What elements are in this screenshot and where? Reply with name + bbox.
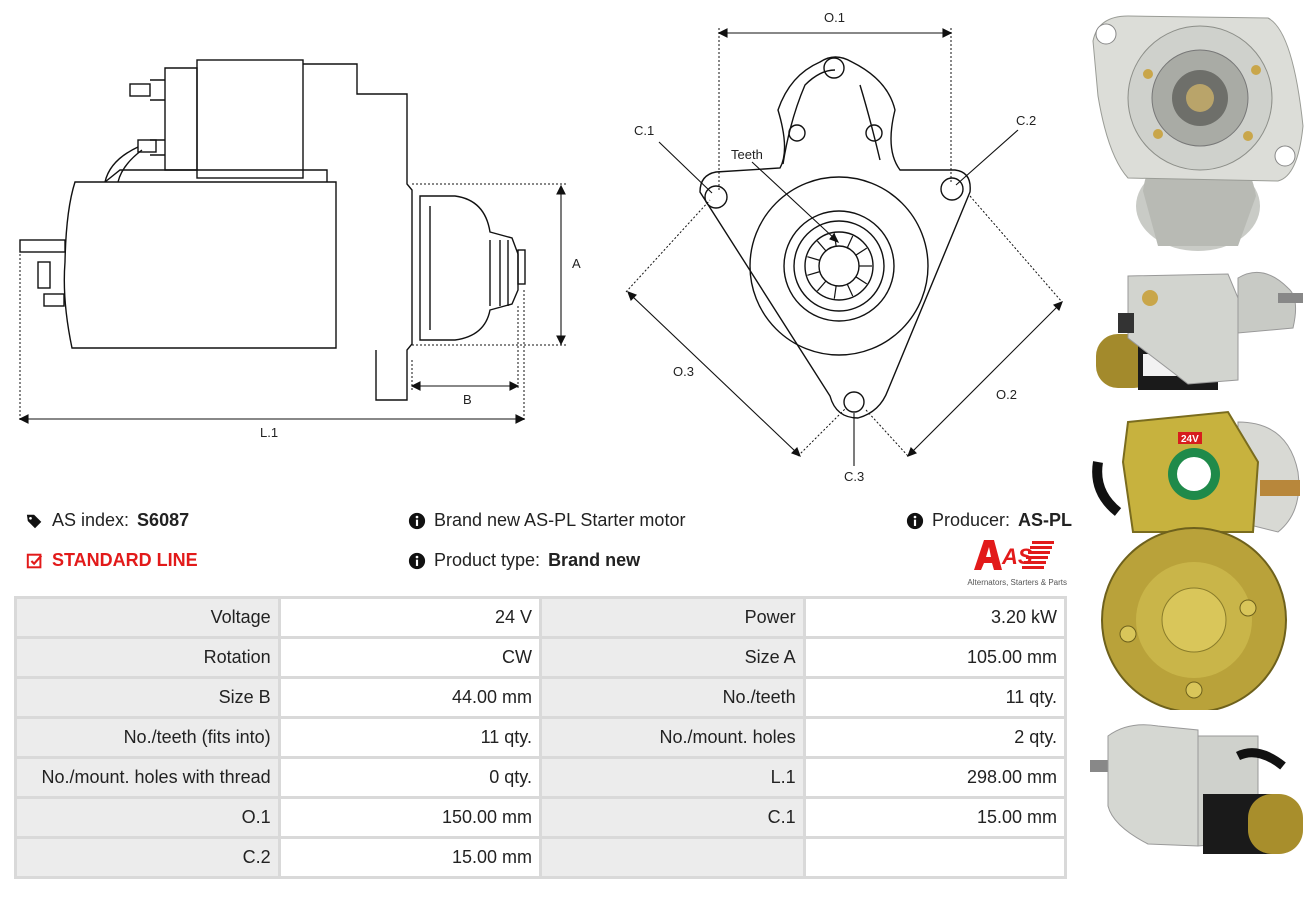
logo-tagline: Alternators, Starters & Parts bbox=[967, 578, 1067, 587]
spec-label: C.1 bbox=[541, 799, 803, 836]
spec-label: L.1 bbox=[541, 759, 803, 796]
spec-label: No./teeth bbox=[541, 679, 803, 716]
spec-value: 298.00 mm bbox=[805, 759, 1064, 796]
spec-label: Size A bbox=[541, 639, 803, 676]
product-type-label: Product type: bbox=[434, 550, 541, 570]
as-index-value: S6087 bbox=[137, 510, 190, 530]
tags-icon bbox=[26, 514, 42, 528]
pinion-tooth bbox=[846, 235, 854, 249]
product-type-value: Brand new bbox=[548, 550, 641, 570]
spec-label: No./teeth (fits into) bbox=[17, 719, 278, 756]
label-c2: C.2 bbox=[1016, 113, 1036, 128]
info-icon bbox=[408, 552, 426, 569]
spec-label: Voltage bbox=[17, 599, 278, 636]
pinion-teeth bbox=[807, 233, 872, 299]
label-o2: O.2 bbox=[996, 387, 1017, 402]
pinion-tooth bbox=[833, 233, 837, 247]
description-text: Brand new AS-PL Starter motor bbox=[434, 510, 686, 530]
as-pl-logo: AS Alternators, Starters & Parts bbox=[966, 538, 1067, 587]
product-photo-side-alt bbox=[1090, 724, 1303, 854]
label-o1: O.1 bbox=[824, 10, 845, 25]
producer-label: Producer: bbox=[932, 510, 1011, 530]
spec-value: 105.00 mm bbox=[805, 639, 1064, 676]
spec-label: Size B bbox=[17, 679, 278, 716]
standard-line-label: STANDARD LINE bbox=[52, 550, 198, 570]
spec-label: No./mount. holes bbox=[541, 719, 803, 756]
product-photo-front-flange bbox=[1092, 15, 1304, 251]
spec-label: Power bbox=[541, 599, 803, 636]
spec-value: 15.00 mm bbox=[280, 839, 539, 876]
spec-value: 2 qty. bbox=[805, 719, 1064, 756]
info-icon bbox=[906, 512, 924, 529]
product-photo-side bbox=[1096, 271, 1303, 390]
label-c1: C.1 bbox=[634, 123, 654, 138]
spec-value: 150.00 mm bbox=[280, 799, 539, 836]
spec-value: 11 qty. bbox=[805, 679, 1064, 716]
spec-label: C.2 bbox=[17, 839, 278, 876]
spec-value: 15.00 mm bbox=[805, 799, 1064, 836]
label-c3: C.3 bbox=[844, 469, 864, 484]
voltage-badge: 24V bbox=[1181, 434, 1199, 445]
pinion-tooth bbox=[846, 283, 854, 297]
producer: Producer: AS-PL bbox=[906, 510, 1072, 531]
pinion-tooth bbox=[807, 256, 820, 261]
pinion-tooth bbox=[855, 247, 868, 256]
label-b: B bbox=[463, 392, 472, 407]
spec-label: Rotation bbox=[17, 639, 278, 676]
as-index: AS index: S6087 bbox=[26, 510, 189, 531]
info-icon bbox=[408, 512, 426, 529]
pinion-tooth bbox=[807, 271, 820, 276]
pinion-tooth bbox=[855, 276, 868, 285]
producer-value: AS-PL bbox=[1018, 510, 1073, 530]
spec-label: No./mount. holes with thread bbox=[17, 759, 278, 796]
pinion-tooth bbox=[816, 280, 827, 292]
pinion-tooth bbox=[833, 285, 837, 299]
front-view-drawing: O.1 C.1 C.2 Teeth O.3 O.2 C.3 bbox=[625, 10, 1063, 484]
spec-value bbox=[805, 839, 1064, 876]
spec-value: 44.00 mm bbox=[280, 679, 539, 716]
spec-value: 0 qty. bbox=[280, 759, 539, 796]
product-type: Product type: Brand new bbox=[408, 550, 640, 571]
product-photo-rear: 24V bbox=[1092, 410, 1300, 710]
side-view-drawing: A B L.1 bbox=[18, 59, 581, 440]
spec-label bbox=[541, 839, 803, 876]
spec-label: O.1 bbox=[17, 799, 278, 836]
spec-value: CW bbox=[280, 639, 539, 676]
spec-value: 11 qty. bbox=[280, 719, 539, 756]
as-logo-mark: AS bbox=[974, 540, 1054, 570]
spec-row: No./teeth (fits into)11 qty.No./mount. h… bbox=[17, 719, 1064, 756]
spec-value: 24 V bbox=[280, 599, 539, 636]
pinion-tooth bbox=[816, 240, 827, 252]
label-o3: O.3 bbox=[673, 364, 694, 379]
label-a: A bbox=[572, 256, 581, 271]
checkbox-icon bbox=[26, 553, 43, 568]
label-l1: L.1 bbox=[260, 425, 278, 440]
standard-line: STANDARD LINE bbox=[26, 550, 198, 571]
label-teeth: Teeth bbox=[731, 147, 763, 162]
as-index-label: AS index: bbox=[52, 510, 130, 530]
spec-value: 3.20 kW bbox=[805, 599, 1064, 636]
description: Brand new AS-PL Starter motor bbox=[408, 510, 685, 531]
